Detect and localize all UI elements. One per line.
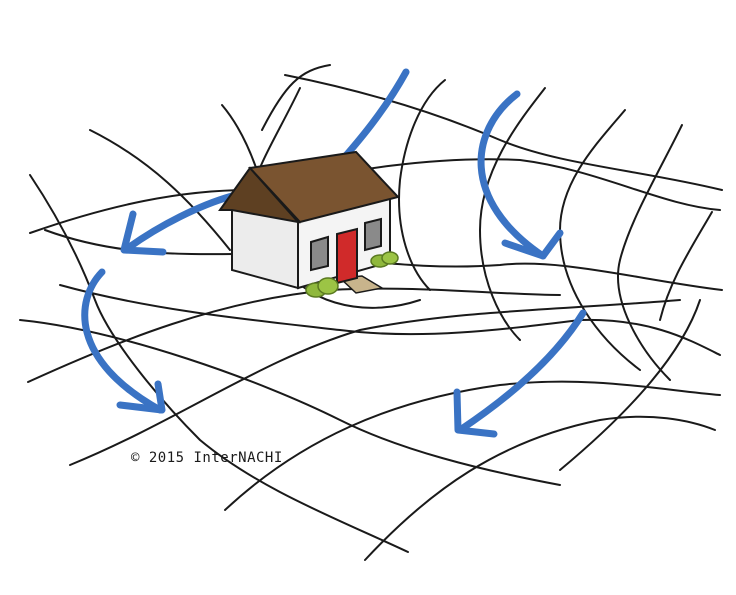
house-window [310,235,329,272]
house-icon [218,150,400,298]
grid-line [59,284,721,356]
roof [247,150,400,224]
grid-line [224,380,721,511]
water-flow-arrow-icon [120,192,236,256]
terrain-grid [19,64,723,561]
house-door [336,227,358,285]
grid-line [659,211,713,321]
grid-line [617,124,683,381]
roof-left [218,166,301,224]
grid-line [478,87,546,341]
grid-line [29,174,409,553]
copyright-text: © 2015 InterNACHI [131,450,283,466]
shrub-icon [370,251,399,268]
grid-line [284,74,723,191]
grid-line [69,299,681,466]
grid-line [364,415,716,561]
grid-line [44,229,723,291]
grid-line [261,64,331,131]
water-flow-arrow-icon [453,309,587,438]
grid-line [559,299,701,471]
water-flow-arrows [81,68,587,438]
water-flow-arrow-icon [477,90,564,260]
grid-line [89,129,231,251]
shrub-icon [305,277,339,298]
grid-line [398,79,446,291]
water-flow-arrow-icon [81,268,166,414]
house-window [364,217,382,252]
